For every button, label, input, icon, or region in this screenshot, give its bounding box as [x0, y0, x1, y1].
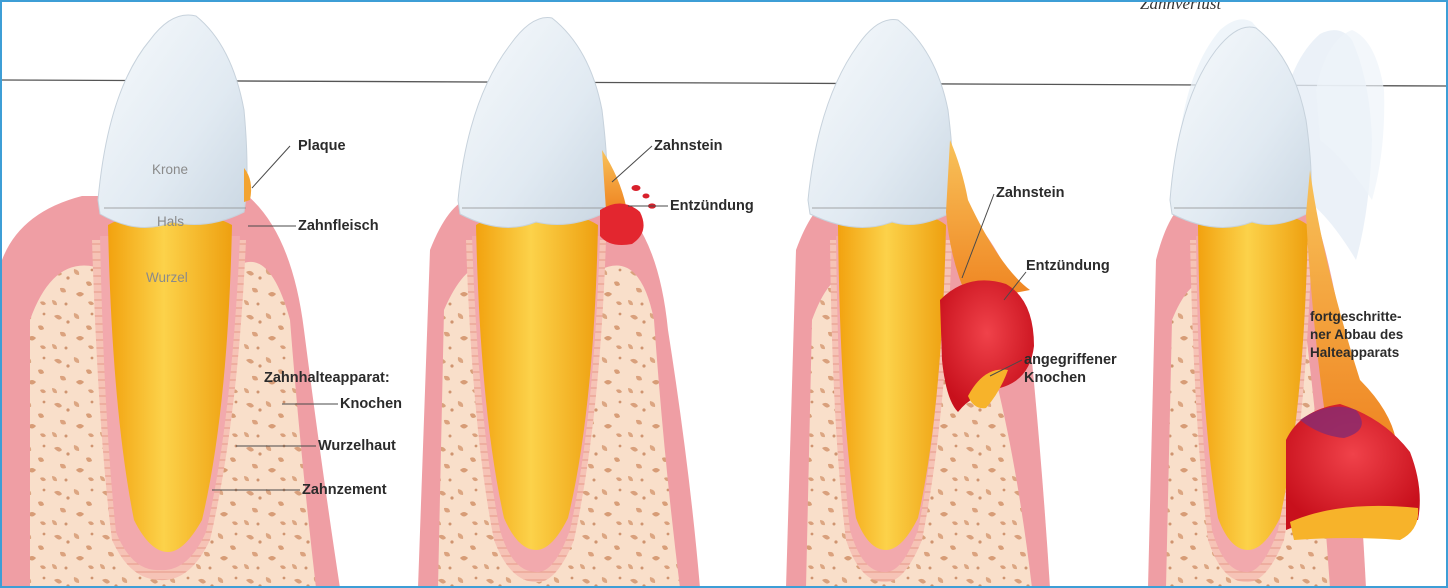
- label-cementum: Zahnzement: [302, 482, 387, 499]
- label-damaged-bone-2: Knochen: [1024, 370, 1086, 387]
- label-periodontal-ligament: Wurzelhaut: [318, 438, 396, 455]
- label-advanced-loss-3: Halteapparats: [1310, 344, 1399, 361]
- tooth-advanced: [1148, 19, 1420, 588]
- label-neck: Hals: [157, 214, 184, 229]
- label-inflammation-2: Entzündung: [670, 198, 754, 215]
- label-inflammation-3: Entzündung: [1026, 258, 1110, 275]
- label-plaque: Plaque: [298, 138, 346, 155]
- tooth-gingivitis: [418, 18, 700, 588]
- label-root: Wurzel: [146, 270, 188, 285]
- label-periodontium: Zahnhalteapparat:: [264, 370, 390, 387]
- tooth-healthy: [2, 15, 340, 588]
- label-advanced-loss-2: ner Abbau des: [1310, 326, 1403, 343]
- label-gum: Zahnfleisch: [298, 218, 379, 235]
- label-tartar-3: Zahnstein: [996, 185, 1064, 202]
- label-bone: Knochen: [340, 396, 402, 413]
- tooth-periodontitis: [786, 20, 1050, 588]
- label-crown: Krone: [152, 162, 188, 177]
- label-damaged-bone-1: angegriffener: [1024, 352, 1117, 369]
- caption-tooth-loss: Zahnverlust: [1140, 0, 1221, 14]
- label-tartar-2: Zahnstein: [654, 138, 722, 155]
- label-advanced-loss-1: fortgeschritte-: [1310, 308, 1402, 325]
